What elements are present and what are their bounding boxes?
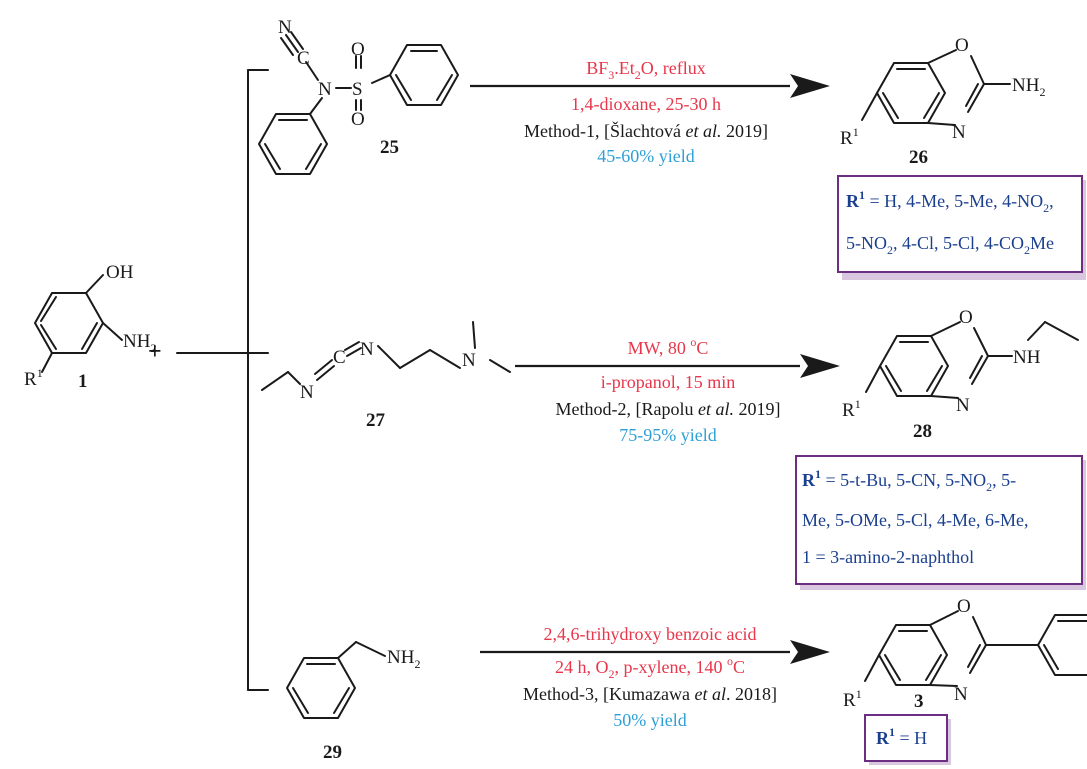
compound-number-1: 1 bbox=[78, 371, 88, 392]
compound-number-28: 28 bbox=[913, 421, 932, 442]
reagent-29-structure bbox=[286, 641, 386, 719]
r1-label: R1 bbox=[24, 366, 43, 390]
p26-r1: R1 bbox=[840, 125, 859, 149]
r25-c: C bbox=[297, 48, 310, 69]
compound-number-3: 3 bbox=[914, 691, 924, 712]
p26-o: O bbox=[955, 35, 969, 56]
method-3-condition-2: 24 h, O2, p-xylene, 140 oC bbox=[555, 654, 745, 681]
p28-r1: R1 bbox=[842, 397, 861, 421]
r25-o2: O bbox=[351, 109, 365, 130]
reagent-25-structure bbox=[258, 31, 459, 175]
method-1-condition-1: BF3.Et2O, reflux bbox=[586, 58, 706, 82]
method-3-yield: 50% yield bbox=[613, 710, 687, 730]
method-2-condition-2: i-propanol, 15 min bbox=[601, 372, 735, 392]
substituent-box-3 bbox=[864, 714, 951, 765]
p28-nh: NH bbox=[1013, 347, 1041, 368]
oh-label: OH bbox=[106, 262, 134, 283]
method-1-condition-2: 1,4-dioxane, 25-30 h bbox=[571, 94, 721, 114]
box-28-line-1: R1 = 5-t-Bu, 5-CN, 5-NO2, 5- bbox=[802, 467, 1016, 494]
method-1-reference: Method-1, [Šlachtová et al. 2019] bbox=[524, 120, 768, 141]
p26-nh2: NH2 bbox=[1012, 75, 1045, 99]
product-28-structure bbox=[865, 321, 1079, 399]
compound-number-25: 25 bbox=[380, 137, 399, 158]
method-3-condition-1: 2,4,6-trihydroxy benzoic acid bbox=[544, 624, 757, 644]
reaction-arrow-2 bbox=[515, 354, 840, 378]
r27-n3: N bbox=[462, 350, 476, 371]
box-26-line-2: 5-NO2, 4-Cl, 5-Cl, 4-CO2Me bbox=[846, 233, 1054, 257]
reagent-27-structure bbox=[261, 321, 511, 391]
method-3-reference: Method-3, [Kumazawa et al. 2018] bbox=[523, 684, 777, 704]
r25-n: N bbox=[318, 79, 332, 100]
r27-n2: N bbox=[360, 339, 374, 360]
branch-connector bbox=[176, 69, 269, 691]
method-2-reference: Method-2, [Rapolu et al. 2019] bbox=[556, 399, 781, 419]
method-1-yield: 45-60% yield bbox=[597, 146, 694, 166]
r25-o1: O bbox=[351, 39, 365, 60]
reaction-arrow-3 bbox=[480, 640, 830, 664]
compound-number-29: 29 bbox=[323, 742, 342, 763]
plus-sign: + bbox=[148, 339, 162, 365]
p3-r1: R1 bbox=[843, 687, 862, 711]
r25-s: S bbox=[352, 79, 363, 100]
substituent-box-28 bbox=[795, 455, 1086, 590]
box-3-text: R1 = H bbox=[876, 725, 927, 748]
p3-o: O bbox=[957, 596, 971, 617]
compound-number-27: 27 bbox=[366, 410, 386, 431]
p28-n: N bbox=[956, 395, 970, 416]
nh2-label: NH2 bbox=[123, 331, 156, 355]
box-26-line-1: R1 = H, 4-Me, 5-Me, 4-NO2, bbox=[846, 188, 1054, 215]
r27-n1: N bbox=[300, 382, 314, 403]
product-3-structure bbox=[864, 610, 1087, 687]
compound-number-26: 26 bbox=[909, 147, 928, 168]
r25-n-top: N bbox=[278, 17, 292, 38]
method-2-condition-1: MW, 80 oC bbox=[628, 335, 709, 358]
box-28-line-3: 1 = 3-amino-2-naphthol bbox=[802, 547, 974, 567]
reactant-1-structure bbox=[34, 274, 123, 373]
r29-nh2: NH2 bbox=[387, 647, 420, 671]
reaction-arrow-1 bbox=[470, 74, 830, 98]
product-26-structure bbox=[861, 49, 1011, 126]
p28-o: O bbox=[959, 307, 973, 328]
method-2-yield: 75-95% yield bbox=[619, 425, 716, 445]
box-28-line-2: Me, 5-OMe, 5-Cl, 4-Me, 6-Me, bbox=[802, 510, 1028, 530]
p3-n: N bbox=[954, 684, 968, 705]
p26-n: N bbox=[952, 122, 966, 143]
substituent-box-26 bbox=[837, 175, 1086, 280]
r27-c: C bbox=[333, 347, 346, 368]
